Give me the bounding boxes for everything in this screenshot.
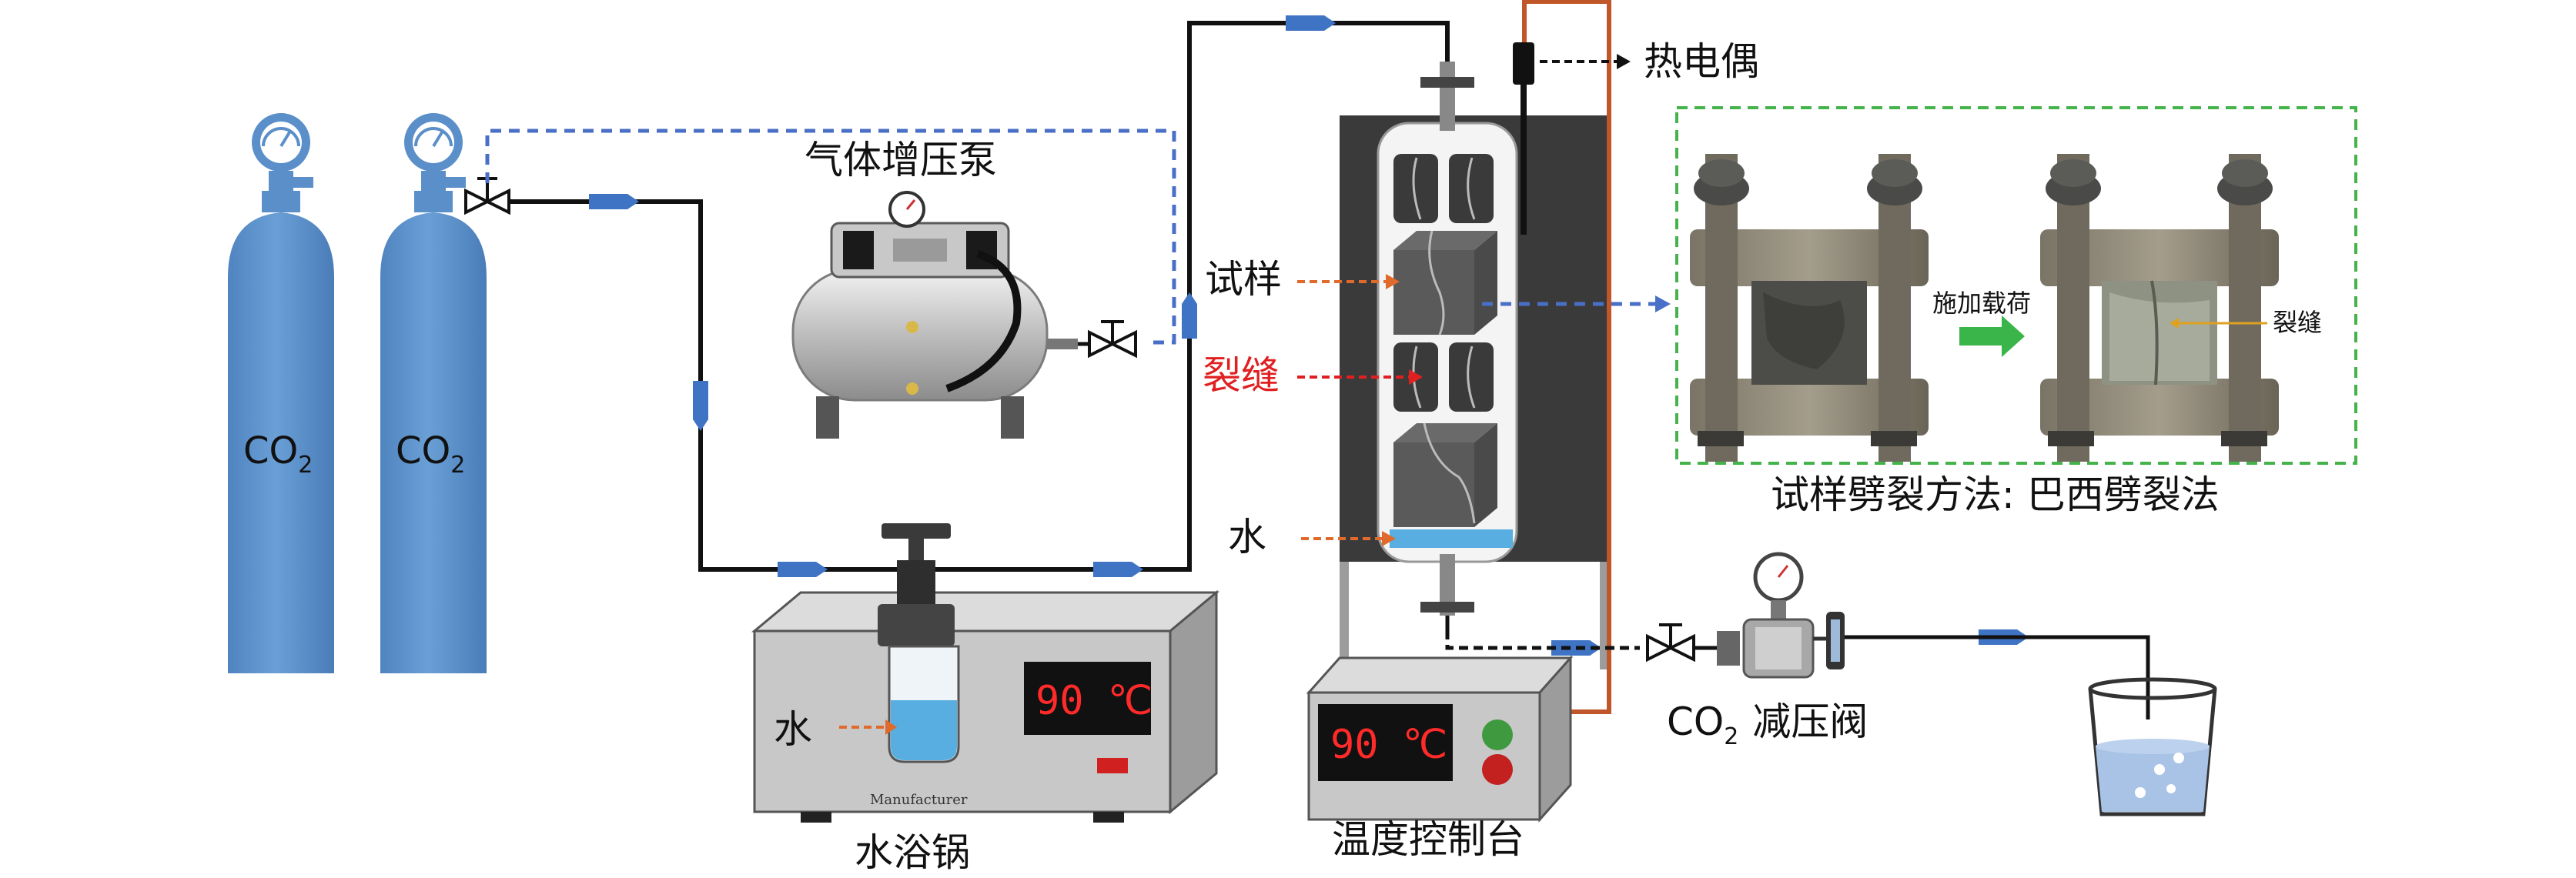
gas-cylinder-icon [380, 212, 487, 673]
water-pointer: 水 [1228, 515, 1396, 559]
sample-pointer: 试样 [1205, 257, 1400, 302]
water-vessel-label: 水 [1228, 515, 1266, 559]
photo-link [1482, 295, 1671, 312]
flow-arrow-icon [1286, 15, 1336, 31]
thermocouple-label: 热电偶 [1644, 39, 1759, 84]
splitting-method-label: 试样劈裂方法: 巴西劈裂法 [1771, 472, 2220, 517]
photo-crack-label: 裂缝 [2273, 308, 2322, 337]
heater-frame [1522, 0, 1611, 714]
sample-label: 试样 [1205, 257, 1282, 302]
water-bath: 90 ℃ Manufacturer 水 水浴锅 [751, 523, 1220, 875]
temperature-console: 90 ℃ 温度控制台 [1306, 655, 1574, 862]
pressure-gauge-icon [888, 191, 925, 228]
co2-tank-left-label: CO2 [243, 429, 313, 479]
co2-tank-left: CO2 [228, 113, 334, 673]
crack-pointer: 裂缝 [1203, 353, 1423, 398]
water-bath-label: 水浴锅 [855, 830, 970, 875]
svg-text:Manufacturer: Manufacturer [870, 792, 968, 808]
apply-load-label: 施加载荷 [1932, 289, 2031, 318]
dashed-gas-line [485, 129, 1176, 345]
valve-icon [464, 177, 510, 215]
splitting-fixture-after [2040, 154, 2279, 462]
gas-booster-pump: 气体增压泵 [791, 138, 1078, 439]
splitting-method-panel: 施加载荷 裂缝 试样劈裂方法: 巴西劈裂法 [1675, 106, 2357, 517]
svg-text:90 ℃: 90 ℃ [1035, 678, 1153, 724]
co2-tank-right-label: CO2 [396, 429, 465, 479]
water-bath-inlet-label: 水 [774, 707, 812, 752]
collection-beaker [2088, 677, 2217, 816]
bath-temperature-display [1024, 662, 1151, 735]
pressure-gauge-icon [252, 113, 310, 172]
reaction-vessel [1340, 42, 1609, 669]
vessel-water [1390, 529, 1513, 548]
co2-tank-right: CO2 [380, 113, 487, 673]
outlet-line [1445, 616, 1640, 650]
valve-icon [1078, 320, 1137, 359]
beaker-icon [2088, 688, 2217, 816]
bath-water [891, 700, 957, 760]
flow-arrow-icon [1093, 562, 1143, 577]
valve-icon [1646, 623, 1695, 663]
console-temperature-display [1318, 704, 1453, 781]
svg-text:90 ℃: 90 ℃ [1330, 722, 1447, 768]
gas-cylinder-icon [228, 212, 334, 673]
flow-arrow-icon [1182, 292, 1197, 339]
crack-label: 裂缝 [1203, 353, 1280, 398]
apply-load-arrow [1959, 315, 2025, 357]
splitting-fixture-before [1690, 154, 1929, 462]
temperature-console-label: 温度控制台 [1332, 817, 1524, 862]
flow-arrow-icon [589, 194, 639, 209]
booster-pump-label: 气体增压泵 [805, 138, 997, 182]
pressure-gauge-icon [404, 113, 463, 172]
flow-arrow-icon [693, 381, 708, 431]
flow-arrows [589, 15, 2029, 656]
console-green-button [1482, 719, 1513, 750]
thermocouple-pointer: 热电偶 [1540, 39, 1759, 84]
flow-arrow-icon [778, 562, 828, 577]
console-red-button [1482, 754, 1513, 785]
